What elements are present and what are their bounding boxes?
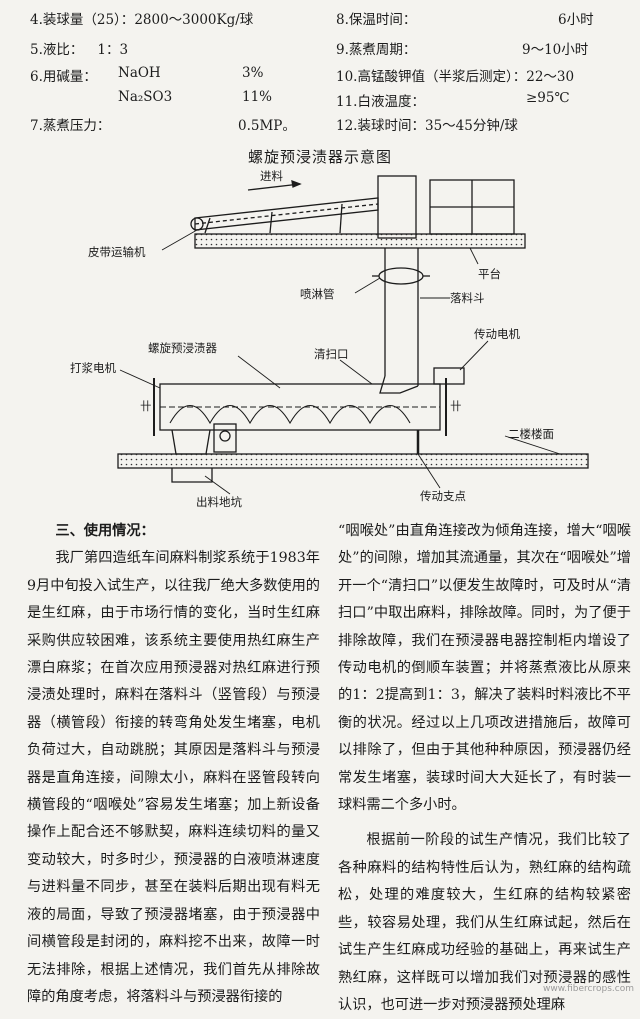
param-6: 6.用碱量： NaOH 3% Na₂SO3 11% [30,65,330,115]
param-value: 35～45分钟/球 [424,118,518,134]
beater-motor [213,423,237,453]
label-spray-pipe: 喷淋管 [300,287,335,301]
param-value: 3% [242,65,264,81]
paragraph-right-1: “咽喉处”由直角连接改为倾角连接，增大“咽喉处”的间隙，增加其流通量，其次在“咽… [338,523,631,814]
param-value: 2800～3000Kg/球 [134,12,254,28]
body-column-left: 三、使用情况： 我厂第四造纸车间麻料制浆系统于1983年9月中旬投入试生产，以往… [27,518,320,1011]
section-heading: 三、使用情况： [55,523,155,539]
param-label: 9.蒸煮周期： [336,42,417,58]
param-label: 8.保温时间： [336,12,417,28]
label-screw-impregnator: 螺旋预浸渍器 [148,341,217,355]
param-label: 11.白液温度： [336,94,425,110]
param-label: 7.蒸煮压力： [30,118,111,134]
label-hopper: 落料斗 [450,291,485,305]
label-discharge-pit: 出料地坑 [196,495,242,509]
label-flange-left: 卄 [140,399,152,413]
feed-chute [377,175,417,239]
param-5: 5.液比： 1：3 [30,38,128,58]
param-value: 22～30 [526,69,575,85]
screw-flight [169,405,411,425]
label-feed: 进料 [260,169,283,183]
param-label: 4.装球量（25）： [30,12,135,28]
chem-naoh: NaOH [118,65,161,81]
label-beater-motor: 打浆电机 [70,361,116,375]
label-flange-right: 卄 [450,399,462,413]
label-second-floor: 二楼楼面 [508,427,554,441]
discharge-pit [171,468,213,483]
param-value: 0.5MP。 [238,118,296,134]
body-column-right: “咽喉处”由直角连接改为倾角连接，增大“咽喉处”的间隙，增加其流通量，其次在“咽… [338,518,631,1019]
param-value: 1：3 [97,42,129,58]
label-drive-support: 传动支点 [420,489,466,503]
label-drive-motor: 传动电机 [474,327,520,341]
param-label: 10.高锰酸钾值（半浆后测定）： [336,69,527,85]
param-4: 4.装球量（25）：2800～3000Kg/球 [30,8,253,28]
parameter-list: 4.装球量（25）：2800～3000Kg/球 5.液比： 1：3 6.用碱量： … [0,0,640,138]
diagram-svg: 进料 皮带运输机 平台 喷淋管 落料斗 传动电机 螺旋预浸渍器 清扫口 打浆电机… [70,169,589,509]
diagram-title: 螺旋预浸渍器示意图 [247,148,392,166]
label-clean-port: 清扫口 [314,347,349,361]
chem-na2so3: Na₂SO3 [118,89,173,105]
discharge-port [171,429,211,455]
param-label: 6.用碱量： [30,69,97,85]
param-label: 12.装球时间： [336,118,425,134]
param-12: 12.装球时间：35～45分钟/球 [336,114,518,134]
impregnator-diagram: 进料 皮带运输机 平台 喷淋管 落料斗 传动电机 螺旋预浸渍器 清扫口 打浆电机… [0,138,640,518]
paragraph-left: 我厂第四造纸车间麻料制浆系统于1983年9月中旬投入试生产，以往我厂绝大多数使用… [27,550,320,1005]
watermark: www.fibercrops.com [543,984,634,994]
param-value: 6小时 [558,12,594,28]
param-label: 5.液比： [30,42,84,58]
drive-motor [433,367,465,385]
second-floor-slab [117,453,589,469]
upper-floor-slab [194,233,526,249]
param-value: ≥95℃ [526,90,570,106]
param-value: 11% [242,89,273,105]
label-belt-conveyor: 皮带运输机 [88,245,146,259]
param-value: 9～10小时 [522,42,589,58]
param-10: 10.高锰酸钾值（半浆后测定）：22～30 [336,65,574,85]
label-platform: 平台 [478,267,501,281]
